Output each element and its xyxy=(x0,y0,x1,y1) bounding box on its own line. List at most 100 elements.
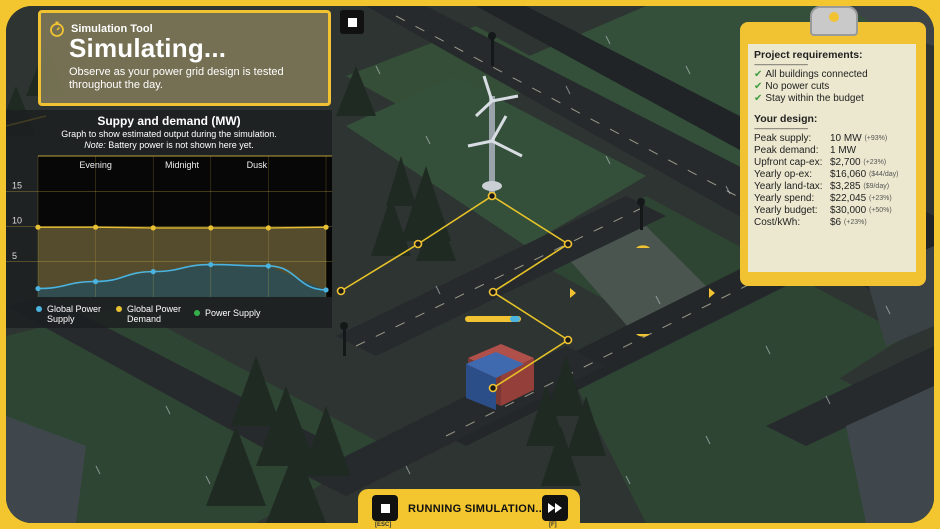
stop-button-small[interactable] xyxy=(340,10,364,34)
design-stat-row: Yearly budget: $30,000 (+50%) xyxy=(754,205,910,217)
legend-dot xyxy=(194,310,200,316)
requirement-item: ✔Stay within the budget xyxy=(754,93,864,104)
legend-item: Global Power Supply xyxy=(36,304,105,324)
legend-label: Global Power Demand xyxy=(127,304,182,324)
design-stat-label: Upfront cap-ex: xyxy=(754,157,823,168)
street-lamp xyxy=(340,32,645,356)
design-stat-label: Cost/kWh: xyxy=(754,217,801,228)
chart-note: Note: Battery power is not shown here ye… xyxy=(6,140,332,150)
design-stat-value: $2,700 xyxy=(830,157,861,168)
design-stat-label: Yearly op-ex: xyxy=(754,169,812,180)
building xyxy=(6,416,86,523)
design-stat-label: Yearly land-tax: xyxy=(754,181,823,192)
simulation-control-bar: [ESC] RUNNING SIMULATION... [F] xyxy=(358,489,580,529)
chart-note-label: Note: xyxy=(84,140,106,150)
design-stat-value: $6 xyxy=(830,217,842,228)
demand-line xyxy=(38,226,327,229)
grass-lot xyxy=(346,76,646,246)
sim-description: Observe as your power grid design is tes… xyxy=(69,66,284,91)
divider: -------------------------------- xyxy=(754,60,808,69)
design-stat-label: Yearly spend: xyxy=(754,193,815,204)
design-stat-row: Peak demand: 1 MW xyxy=(754,145,910,157)
tool-label: Simulation Tool xyxy=(71,23,153,35)
wind-turbine-tower xyxy=(489,96,495,196)
supply-point xyxy=(323,287,329,293)
grass-lot xyxy=(566,306,934,523)
supply-line xyxy=(37,263,327,291)
design-stat-change: (+93%) xyxy=(864,135,888,142)
design-stat-value: 1 MW xyxy=(830,145,857,156)
design-stat-row: Cost/kWh: $6 (+23%) xyxy=(754,217,910,229)
legend-item: Global Power Demand xyxy=(116,304,185,324)
supply-point xyxy=(208,261,214,268)
rain xyxy=(95,35,891,485)
supply-point xyxy=(150,269,156,275)
road xyxy=(766,346,934,446)
y-tick-label: 10 xyxy=(12,216,22,226)
design-stat-change: (+23%) xyxy=(868,195,892,202)
demand-point xyxy=(93,224,99,230)
legend-label: Global Power Supply xyxy=(47,304,102,324)
design-stat-change: (+50%) xyxy=(868,207,892,214)
supply-point xyxy=(35,285,41,292)
design-stat-row: Yearly op-ex: $16,060 ($44/day) xyxy=(754,169,910,181)
design-stat-label: Yearly budget: xyxy=(754,205,818,216)
supply-demand-chart-panel: Suppy and demand (MW) Graph to show esti… xyxy=(6,110,332,328)
phase-label: Dusk xyxy=(247,160,268,170)
design-stat-value: $16,060 xyxy=(830,169,867,180)
requirements-title: Project requirements: xyxy=(754,49,863,61)
design-stat-change: (+23%) xyxy=(863,159,887,166)
check-icon: ✔ xyxy=(754,69,763,80)
stopwatch-icon xyxy=(50,21,64,37)
battery-charge-indicator xyxy=(465,316,521,322)
design-stat-change: (+23%) xyxy=(843,219,867,226)
check-icon: ✔ xyxy=(754,81,763,92)
sim-title: Simulating... xyxy=(69,33,227,63)
design-stat-value: $30,000 xyxy=(830,205,867,216)
design-stat-value: $3,285 xyxy=(830,181,861,192)
design-stat-change: ($9/day) xyxy=(863,183,890,190)
requirement-item: ✔No power cuts xyxy=(754,81,830,92)
power-pole-nodes[interactable] xyxy=(336,191,573,393)
legend-dot xyxy=(36,306,42,312)
fast-forward-icon xyxy=(548,503,562,513)
legend-item: Power Supply xyxy=(194,308,261,318)
design-stat-value: 10 MW xyxy=(830,133,862,144)
chart-title: Suppy and demand (MW) xyxy=(97,114,241,128)
design-stat-row: Yearly land-tax: $3,285 ($9/day) xyxy=(754,181,910,193)
y-tick-label: 5 xyxy=(12,251,17,261)
design-stat-label: Peak supply: xyxy=(754,133,812,144)
plot-markers xyxy=(570,245,715,337)
battery-container[interactable] xyxy=(466,352,524,378)
design-stat-change: ($44/day) xyxy=(868,171,899,178)
battery-container-side xyxy=(466,364,496,410)
legend-label: Power Supply xyxy=(205,308,261,318)
stop-simulation-button[interactable] xyxy=(372,495,398,521)
fast-forward-button[interactable] xyxy=(542,495,568,521)
legend-dot xyxy=(116,306,122,312)
simulation-card: Simulation Tool Simulating... Observe as… xyxy=(38,10,331,106)
clipboard-paper: Project requirements: ------------------… xyxy=(748,44,916,272)
supply-point xyxy=(265,263,271,269)
demand-point xyxy=(323,224,329,230)
building xyxy=(846,386,934,523)
simulation-status: RUNNING SIMULATION... xyxy=(408,503,546,515)
design-title: Your design: xyxy=(754,113,818,125)
stop-key-hint: [ESC] xyxy=(375,522,392,528)
design-stat-label: Peak demand: xyxy=(754,145,819,156)
chart-subtitle: Graph to show estimated output during th… xyxy=(61,129,277,139)
demand-point xyxy=(35,224,41,230)
clipboard-clip xyxy=(810,6,858,36)
demand-point xyxy=(208,225,214,231)
road-marking xyxy=(445,265,787,437)
design-stat-value: $22,045 xyxy=(830,193,867,204)
demand-point xyxy=(265,225,271,231)
stop-icon xyxy=(347,17,357,27)
design-stat-row: Upfront cap-ex: $2,700 (+23%) xyxy=(754,157,910,169)
y-tick-label: 15 xyxy=(12,180,22,190)
chart-note-text: Battery power is not shown here yet. xyxy=(108,140,254,150)
battery-charge-fill xyxy=(510,316,520,322)
design-stat-row: Yearly spend: $22,045 (+23%) xyxy=(754,193,910,205)
phase-label: Evening xyxy=(79,160,112,170)
